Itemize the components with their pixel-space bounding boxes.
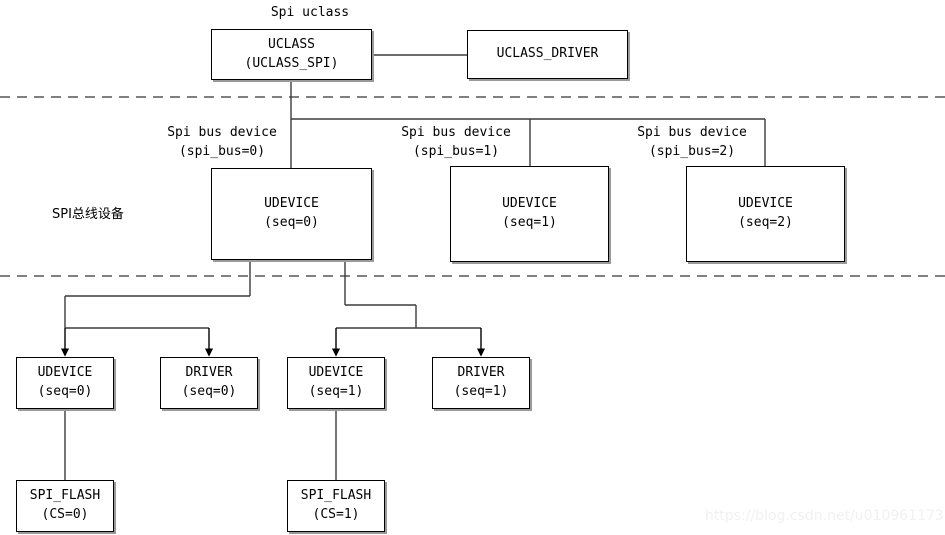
node-child-udevice-1[interactable]: UDEVICE (seq=1) [287, 357, 385, 409]
caption-spi-bus-device-2: Spi bus device (spi_bus=2) [622, 124, 762, 162]
node-spi-flash-1-line1: SPI_FLASH [300, 488, 372, 504]
node-spi-flash-1[interactable]: SPI_FLASH (CS=1) [287, 480, 385, 532]
node-child-driver-1-line1: DRIVER [457, 365, 505, 381]
node-spi-flash-1-line2: (CS=1) [312, 507, 360, 522]
caption-bus0-line1: Spi bus device [167, 125, 277, 140]
node-bus-device-0-line2: (seq=0) [264, 215, 319, 230]
node-child-udevice-0-line2: (seq=0) [37, 384, 93, 399]
caption-spi-uclass: Spi uclass [250, 4, 370, 23]
caption-bus2-line2: (spi_bus=2) [648, 143, 736, 159]
node-bus-device-2-line1: UDEVICE [738, 196, 793, 212]
caption-bus2-line1: Spi bus device [637, 125, 747, 140]
node-uclass-driver-line1: UCLASS_DRIVER [496, 46, 599, 62]
node-spi-flash-0-line2: (CS=0) [41, 507, 89, 522]
node-spi-flash-0[interactable]: SPI_FLASH (CS=0) [16, 480, 114, 532]
node-child-driver-0-line1: DRIVER [185, 365, 233, 381]
node-uclass-line2: (UCLASS_SPI) [244, 55, 339, 71]
caption-spi-uclass-text: Spi uclass [270, 5, 350, 20]
caption-spi-bus-device-0: Spi bus device (spi_bus=0) [152, 124, 292, 162]
node-bus-device-0[interactable]: UDEVICE (seq=0) [211, 168, 372, 260]
node-child-driver-1-line2: (seq=1) [453, 384, 509, 399]
node-child-driver-0[interactable]: DRIVER (seq=0) [160, 357, 258, 409]
caption-bus1-line1: Spi bus device [401, 125, 511, 140]
node-bus-device-1-line2: (seq=1) [502, 215, 557, 230]
node-uclass[interactable]: UCLASS (UCLASS_SPI) [211, 29, 372, 80]
node-child-driver-1[interactable]: DRIVER (seq=1) [432, 357, 530, 409]
caption-bus1-line2: (spi_bus=1) [412, 143, 500, 159]
watermark-url: https://blog.csdn.net/u010961173 [705, 508, 944, 524]
node-child-udevice-1-line1: UDEVICE [308, 365, 364, 381]
node-bus-device-1-line1: UDEVICE [502, 196, 557, 212]
node-uclass-line1: UCLASS [268, 36, 315, 52]
node-bus-device-2-line2: (seq=2) [738, 215, 793, 230]
section-label-spi-bus-devices: SPI总线设备 [52, 207, 124, 222]
caption-bus0-line2: (spi_bus=0) [178, 143, 266, 159]
node-uclass-driver[interactable]: UCLASS_DRIVER [467, 30, 628, 79]
node-bus-device-2[interactable]: UDEVICE (seq=2) [686, 166, 845, 262]
node-bus-device-1[interactable]: UDEVICE (seq=1) [450, 166, 609, 262]
node-child-udevice-0[interactable]: UDEVICE (seq=0) [16, 357, 114, 409]
node-child-udevice-0-line1: UDEVICE [37, 365, 93, 381]
node-bus-device-0-line1: UDEVICE [264, 196, 319, 212]
node-child-driver-0-line2: (seq=0) [181, 384, 237, 399]
node-spi-flash-0-line1: SPI_FLASH [29, 488, 101, 504]
caption-spi-bus-device-1: Spi bus device (spi_bus=1) [386, 124, 526, 162]
node-child-udevice-1-line2: (seq=1) [308, 384, 364, 399]
